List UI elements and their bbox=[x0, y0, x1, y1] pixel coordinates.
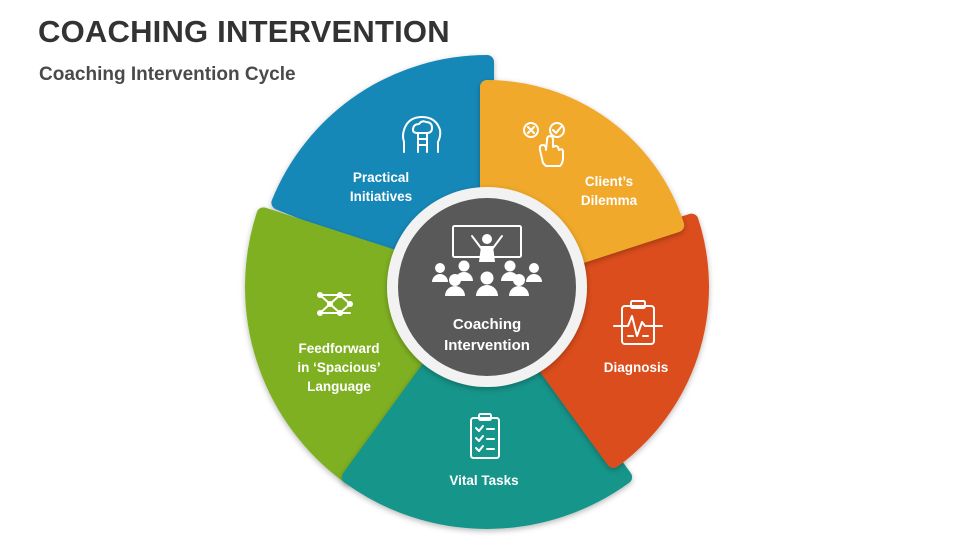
clipboard-pulse-icon bbox=[613, 300, 663, 345]
checklist-icon bbox=[470, 413, 500, 459]
head-ladder-icon bbox=[402, 116, 442, 153]
choice-hand-icon bbox=[523, 122, 565, 167]
center-label-line2: Intervention bbox=[444, 337, 530, 354]
network-nodes-icon bbox=[317, 292, 353, 316]
audience-presentation-icon bbox=[432, 225, 542, 296]
label-vital-tasks: Vital Tasks bbox=[449, 473, 518, 488]
label-practical-initiatives-2: Initiatives bbox=[350, 189, 412, 204]
label-feedforward-2: in ‘Spacious’ bbox=[297, 360, 380, 375]
label-diagnosis: Diagnosis bbox=[604, 360, 669, 375]
center-label-line1: Coaching bbox=[453, 316, 521, 333]
page-title: COACHING INTERVENTION bbox=[38, 14, 450, 49]
page-subtitle: Coaching Intervention Cycle bbox=[39, 64, 296, 85]
label-clients-dilemma-1: Client’s bbox=[585, 174, 633, 189]
label-practical-initiatives-1: Practical bbox=[353, 170, 409, 185]
label-clients-dilemma-2: Dilemma bbox=[581, 193, 638, 208]
label-feedforward-3: Language bbox=[307, 379, 371, 394]
label-feedforward-1: Feedforward bbox=[298, 341, 379, 356]
